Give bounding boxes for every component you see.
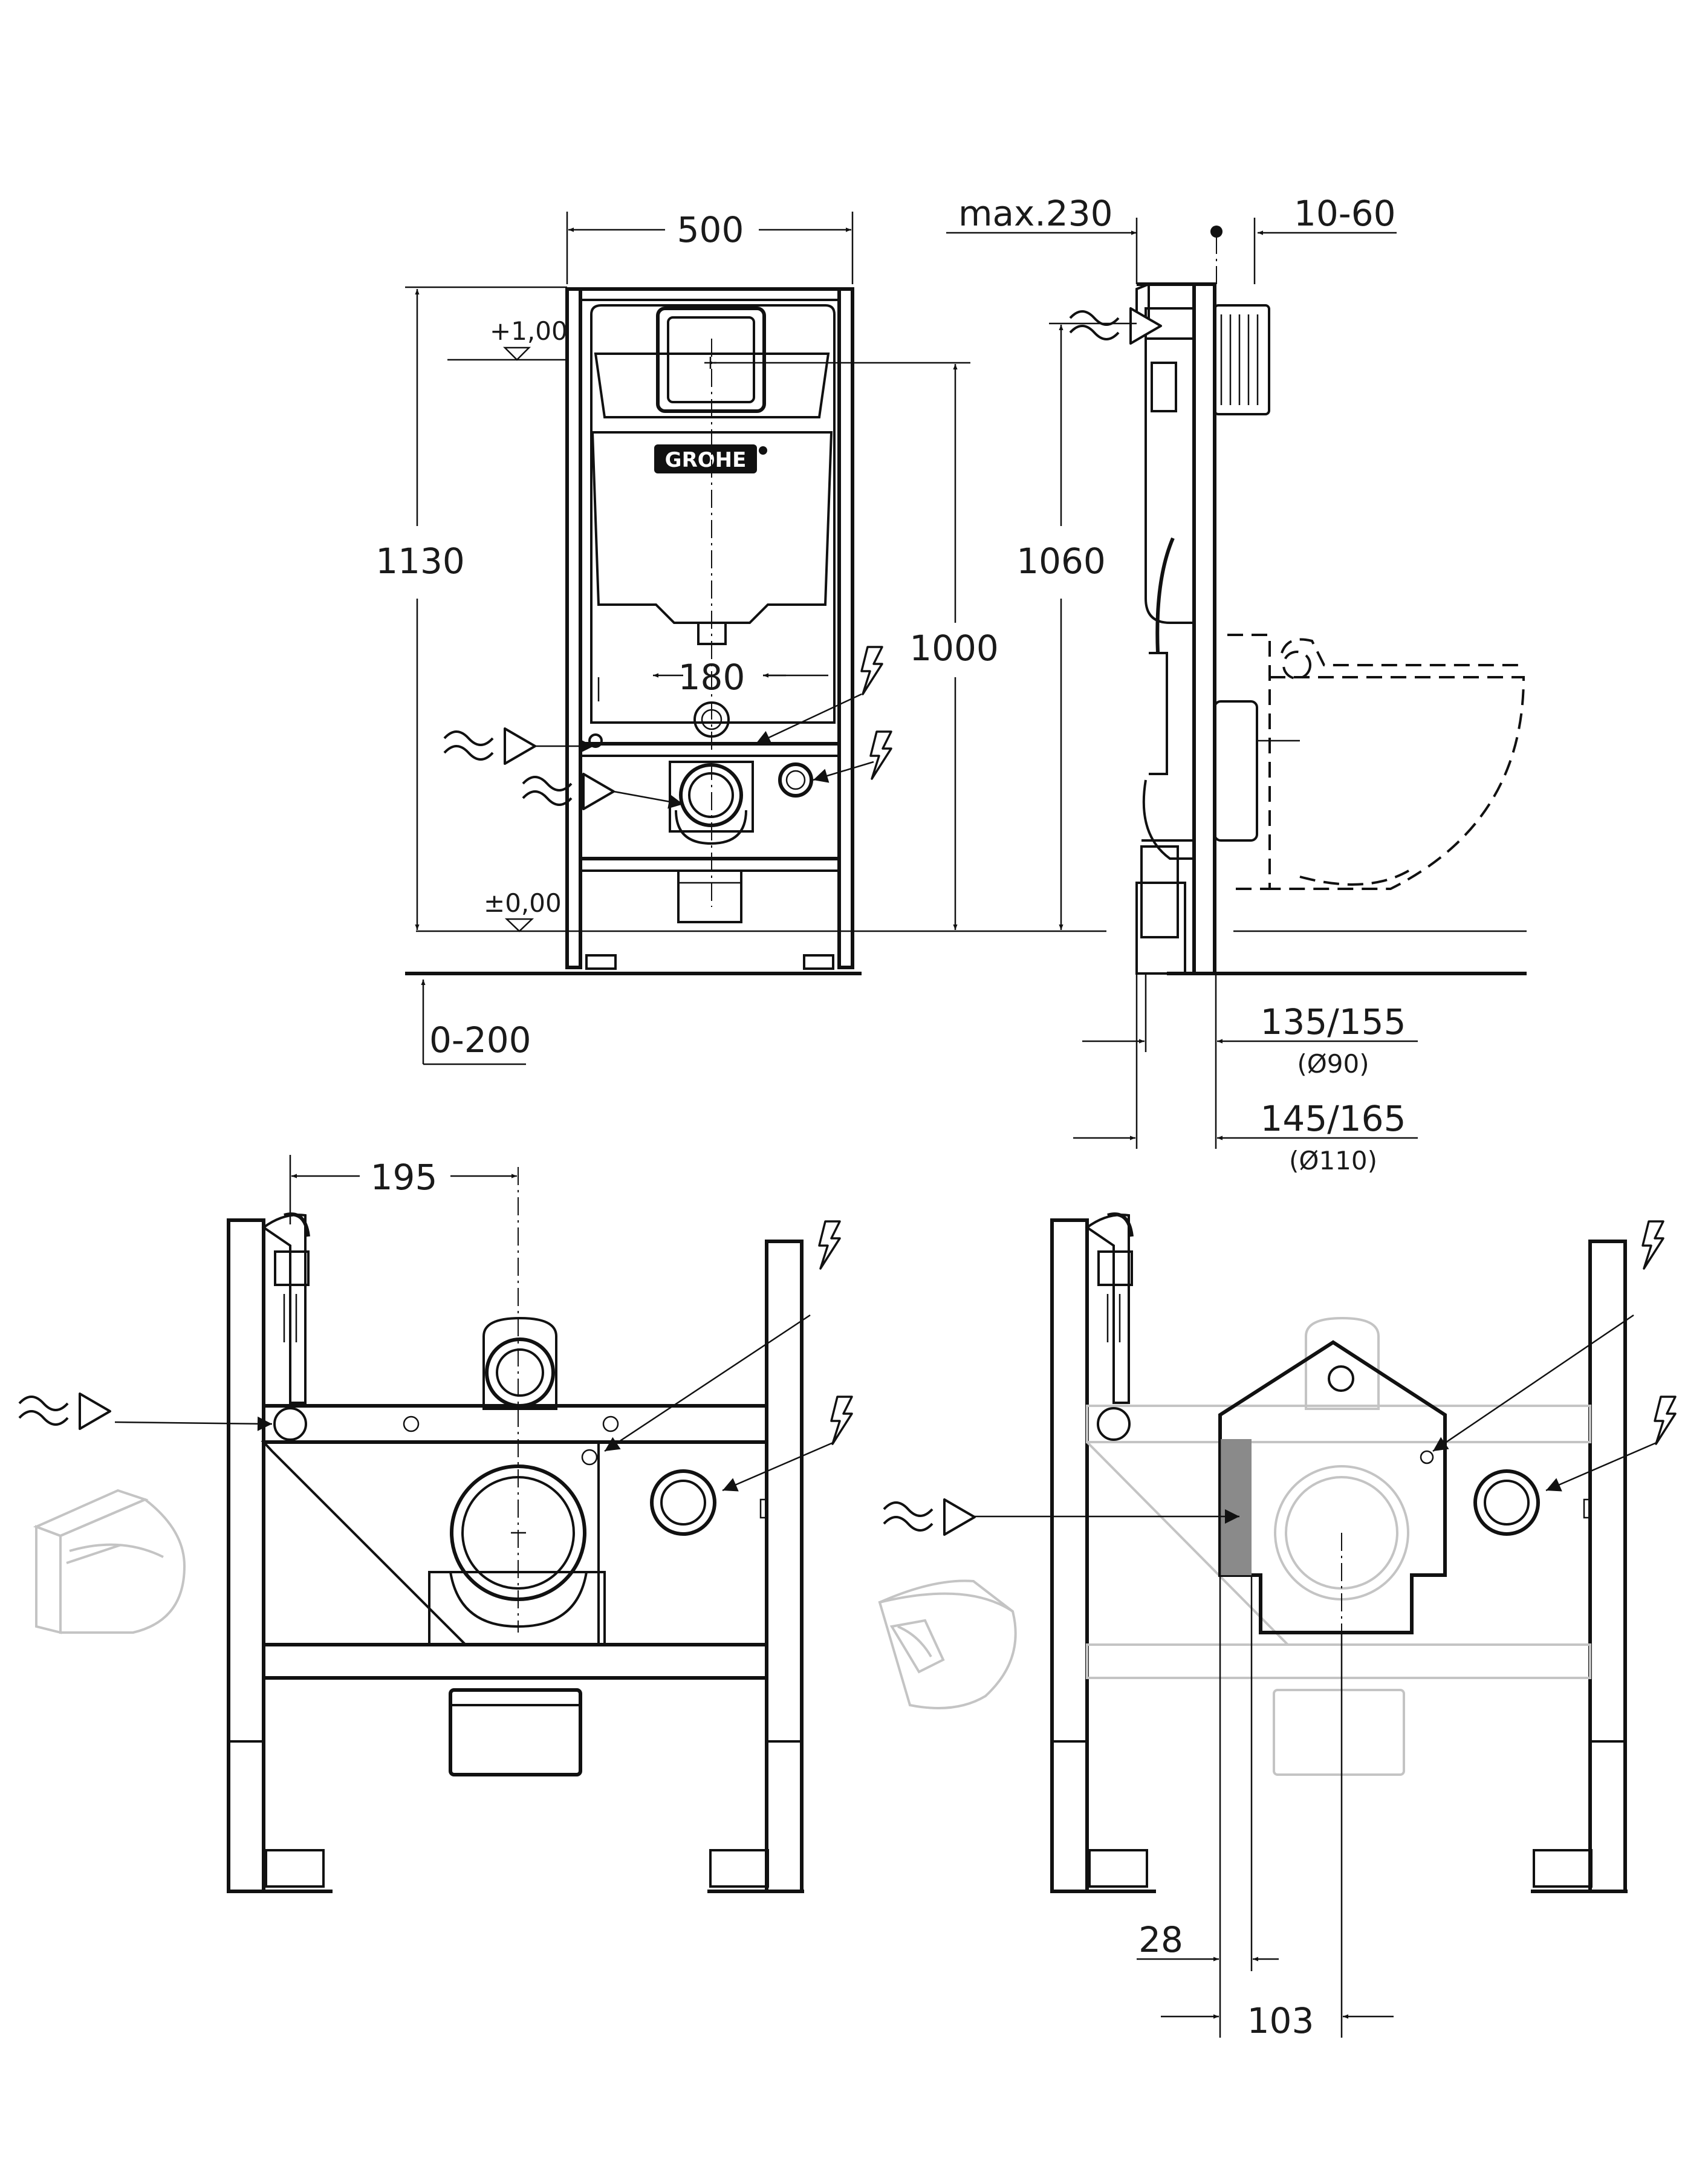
offset-panel: [1220, 1439, 1252, 1575]
shower-toilet-icon: [878, 1579, 1017, 1709]
front-view: GROHE 500: [375, 209, 1106, 1065]
dim-outlet-110-note: (Ø110): [1289, 1146, 1377, 1175]
dim-outlet-90-note: (Ø90): [1297, 1049, 1369, 1079]
brand-logo-text: GROHE: [665, 448, 747, 472]
water-supply-arrow-icon: [18, 1393, 111, 1430]
water-supply-arrow-icon: [443, 727, 536, 765]
lightning-bolt-icon: [1654, 1396, 1677, 1445]
dim-wall-offset: 10-60: [1294, 193, 1396, 234]
dim-outlet-90: 135/155: [1261, 1001, 1406, 1042]
level-upper: +1,00: [490, 316, 568, 346]
level-zero: ±0,00: [484, 888, 562, 918]
lightning-bolt-icon: [818, 1220, 841, 1270]
detail-shower-toilet: 28 103: [878, 1212, 1677, 2041]
dim-flush-plate-height: 1000: [909, 628, 999, 669]
dim-side-height: 1060: [1016, 541, 1106, 582]
lightning-bolt-icon: [1641, 1220, 1664, 1270]
dim-max-depth: max.230: [958, 193, 1113, 234]
lightning-bolt-icon: [830, 1396, 853, 1445]
wall-hung-toilet-icon: [33, 1489, 186, 1634]
dim-feet-adjust: 0-200: [429, 1019, 531, 1061]
dim-drain-spacing: 180: [678, 657, 745, 698]
dim-panel-offset: 28: [1138, 1919, 1183, 1960]
side-view: max.230 10-60 1060 135/155 (Ø90) 145/165…: [946, 193, 1527, 1175]
dim-supply-offset: 195: [371, 1157, 438, 1198]
dim-total-height: 1130: [375, 541, 465, 582]
water-supply-arrow-icon: [883, 1498, 976, 1536]
dim-frame-width: 500: [677, 209, 744, 250]
lightning-bolt-icon: [869, 730, 892, 780]
brand-logo: [654, 444, 757, 473]
dim-outlet-110: 145/165: [1261, 1098, 1406, 1139]
detail-standard-toilet: 195: [18, 1155, 853, 1893]
lightning-bolt-icon: [860, 646, 883, 695]
dim-panel-width: 103: [1247, 2000, 1314, 2041]
